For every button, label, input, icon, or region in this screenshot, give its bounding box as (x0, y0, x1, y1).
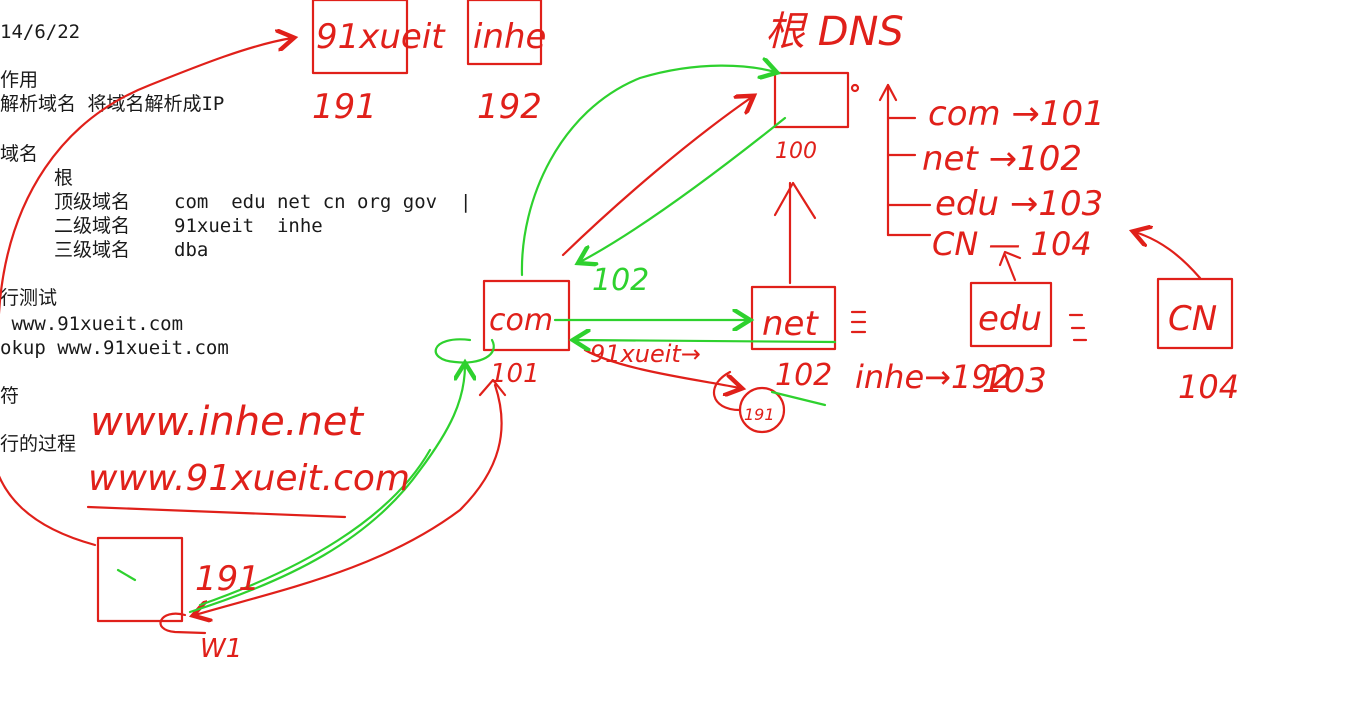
label-client-ip: 191 (195, 559, 260, 599)
arrow-net-to-root-head (773, 181, 817, 220)
note-root: 根 (54, 167, 74, 189)
arrow-com-head (478, 378, 507, 397)
arrow-edu-up (998, 250, 1022, 282)
arrow-com-to-191 (583, 348, 740, 388)
box-client (96, 536, 184, 623)
note-process-heading: 行的过程 (0, 433, 77, 455)
label-url-91xueit: www.91xueit.com (88, 458, 410, 499)
note-role-heading: 作用 (0, 69, 39, 91)
label-root-dns: 根 DNS (765, 9, 904, 55)
label-com-map: com →101 (928, 94, 1105, 134)
label-edu-box: edu (978, 299, 1042, 339)
box-edu-dns (969, 281, 1053, 348)
box-inhe-server (466, 0, 543, 66)
label-cn-map: CN — 104 (932, 225, 1092, 263)
client-mark (116, 568, 137, 582)
note-misc: 符 (0, 385, 20, 407)
label-net-map: net →102 (922, 139, 1082, 179)
note-date: 14/6/22 (0, 21, 81, 43)
note-tld-label: 顶级域名 (54, 191, 131, 213)
label-inhe-arrow: inhe→192 (855, 358, 1012, 396)
note-sld-label: 二级域名 (54, 215, 131, 237)
tree-branches (886, 116, 932, 237)
label-url-inhe: www.inhe.net (90, 399, 364, 445)
label-edu-ip: 103 (982, 361, 1047, 401)
box-com-dns (482, 279, 571, 352)
label-com-box: com (489, 303, 553, 338)
loop-191 (712, 370, 742, 412)
note-test-cmd1: www.91xueit.com (0, 313, 184, 335)
label-ip-191: 191 (312, 87, 377, 127)
loop-green-com (434, 338, 495, 364)
arrow-green-net-to-com (575, 340, 837, 342)
label-91xueit: 91xueit (316, 17, 446, 57)
arrow-cn-up (1135, 232, 1202, 280)
arrow-green-root-to-com (580, 116, 787, 262)
url-underline (86, 505, 347, 519)
label-client-ip2: W1 (200, 634, 242, 664)
arrow-client-to-91xueit (0, 38, 292, 547)
label-net-box: net (762, 304, 819, 344)
arrow-com-to-root (561, 97, 752, 257)
label-com-ip: 101 (490, 359, 540, 389)
label-circle-191: 191 (744, 405, 775, 424)
note-test-heading: 行测试 (0, 287, 58, 309)
arrow-green-client-to-com (188, 365, 465, 614)
tree-arrowhead (878, 83, 898, 102)
label-102-green: 102 (592, 263, 649, 298)
note-third-label: 三级域名 (54, 239, 131, 261)
label-inhe: inhe (473, 17, 546, 57)
arrow-com-to-client (195, 383, 503, 615)
note-tld-values: com edu net cn org gov | (174, 191, 472, 213)
label-91xueit-ref: 91xueit→ (590, 340, 701, 368)
box-91xueit-server (311, 0, 409, 75)
box-cn-dns (1156, 277, 1234, 350)
note-test-cmd2: okup www.91xueit.com (0, 337, 229, 359)
label-edu-map: edu →103 (935, 184, 1103, 224)
root-dns-dot (850, 83, 860, 93)
dots-edu (1068, 313, 1088, 342)
label-ip-192: 192 (477, 87, 542, 127)
line-green-191 (770, 390, 827, 407)
label-cn-ip: 104 (1178, 368, 1239, 406)
label-net-ip: 102 (775, 358, 832, 393)
arrow-green-com-to-root (520, 66, 775, 277)
label-cn-box: CN (1168, 299, 1217, 339)
note-sld-values: 91xueit inhe (174, 215, 323, 237)
box-root-dns (773, 71, 850, 129)
client-loop (159, 612, 207, 635)
note-third-values: dba (174, 239, 209, 261)
label-root-ip: 100 (775, 139, 817, 164)
note-domain-heading: 域名 (0, 143, 39, 165)
dots-net (850, 310, 867, 334)
arrow-green-return (198, 448, 432, 607)
